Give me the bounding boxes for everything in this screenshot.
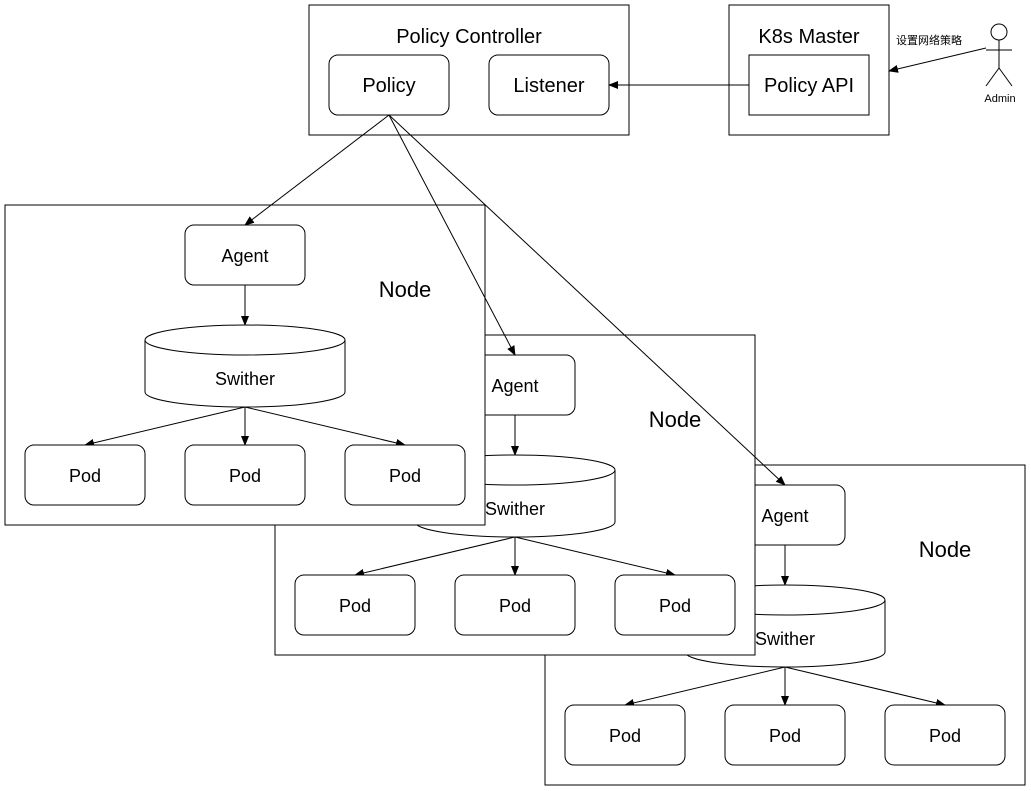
node-2-switch-label: Swither	[485, 499, 545, 519]
admin-right-leg	[998, 67, 1013, 87]
node-1-pod-3[interactable]	[344, 444, 466, 506]
policy-controller: Policy Controller Policy Listener	[308, 4, 630, 136]
node-2-pod-2-label: Pod	[499, 596, 531, 616]
node-1: Node Agent Swither Pod Pod Pod	[4, 204, 486, 526]
node-1-switch-to-pod-3-arrow	[244, 406, 406, 447]
policy-api-box[interactable]	[748, 54, 870, 116]
node-2-pod-1[interactable]	[294, 574, 416, 636]
node-3-pod-3[interactable]	[884, 704, 1006, 766]
node-2-pod-3-label: Pod	[659, 596, 691, 616]
node-1-switch-label: Swither	[215, 369, 275, 389]
admin-label: Admin	[984, 93, 1015, 105]
k8s-master-title: K8s Master	[758, 26, 859, 48]
admin-left-leg	[985, 67, 1000, 87]
node-2-pod-1-label: Pod	[339, 596, 371, 616]
node-3-pod-1[interactable]	[564, 704, 686, 766]
node-2-agent-label: Agent	[491, 376, 538, 396]
node-1-agent-label: Agent	[221, 246, 268, 266]
node-1-pod-1-label: Pod	[69, 466, 101, 486]
node-3-agent-label: Agent	[761, 506, 808, 526]
node-1-switch-to-pod-1-arrow	[84, 406, 246, 447]
node-3-pod-2-label: Pod	[769, 726, 801, 746]
node-3-pod-3-label: Pod	[929, 726, 961, 746]
policy-to-node-1-agent-arrow	[244, 114, 390, 226]
node-2-pod-3[interactable]	[614, 574, 736, 636]
policy-to-node-2-agent-arrow	[388, 114, 516, 356]
node-3-pod-2[interactable]	[724, 704, 846, 766]
k8s-master: K8s Master Policy API	[728, 4, 890, 136]
node-2-switch-to-pod-3-arrow	[514, 536, 676, 577]
node-1-pod-3-label: Pod	[389, 466, 421, 486]
policy-api-label: Policy API	[764, 75, 854, 97]
node-1-pod-2-label: Pod	[229, 466, 261, 486]
admin-action-label: 设置网络策略	[896, 33, 962, 47]
policy-controller-title: Policy Controller	[396, 26, 542, 48]
admin-to-policy-api-arrow	[888, 47, 987, 73]
node-2-switch-to-pod-1-arrow	[354, 536, 516, 577]
node-3-title: Node	[919, 537, 972, 562]
node-2-title: Node	[649, 407, 702, 432]
node-3-switch-label: Swither	[755, 629, 815, 649]
admin-head	[990, 23, 1008, 41]
node-1-pod-2[interactable]	[184, 444, 306, 506]
node-1-title: Node	[379, 277, 432, 302]
listener-label: Listener	[513, 75, 584, 97]
policy-label: Policy	[362, 75, 415, 97]
node-3-switch-to-pod-3-arrow	[784, 666, 946, 707]
node-1-switch-top[interactable]	[144, 324, 346, 356]
node-3-pod-1-label: Pod	[609, 726, 641, 746]
node-1-pod-1[interactable]	[24, 444, 146, 506]
node-2-pod-2[interactable]	[454, 574, 576, 636]
policy-to-node-3-agent-arrow	[388, 114, 786, 486]
node-3-switch-to-pod-1-arrow	[624, 666, 786, 707]
admin-actor-icon[interactable]	[985, 23, 1013, 87]
